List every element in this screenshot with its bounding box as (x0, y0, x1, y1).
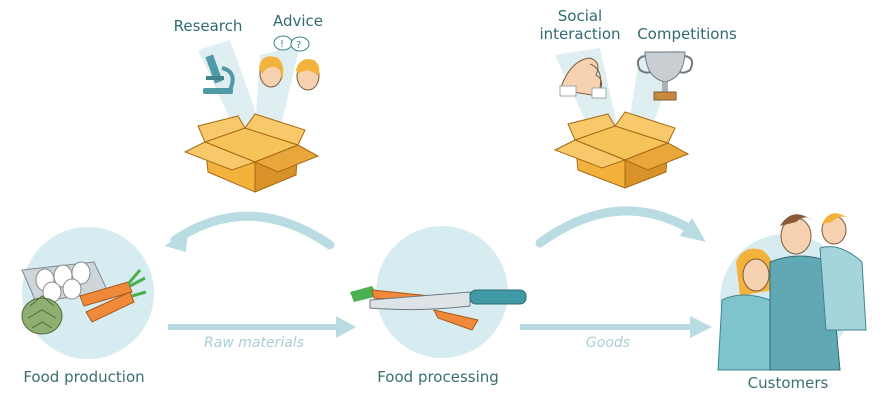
return-arrow-right (535, 206, 700, 248)
open-box-left (183, 113, 320, 193)
microscope-icon (203, 54, 235, 94)
open-box-right (553, 111, 690, 189)
svg-text:!: ! (280, 39, 284, 50)
knife-carrots-icon (350, 286, 527, 331)
goods-arrow (520, 324, 692, 330)
svg-text:?: ? (296, 40, 301, 51)
goods-label: Goods (586, 335, 630, 351)
raw-materials-arrowhead (336, 316, 356, 338)
customers-label: Customers (748, 374, 829, 392)
raw-materials-arrow (168, 324, 338, 330)
social-label-line1: Social (558, 7, 602, 25)
raw-materials-label: Raw materials (204, 335, 304, 351)
social-label-line2: interaction (539, 25, 620, 43)
trophy-icon (636, 51, 694, 101)
goods-arrowhead (690, 316, 712, 338)
food-production-label: Food production (23, 368, 144, 386)
farm-produce-icon (21, 261, 147, 335)
handshake-icon (559, 57, 607, 99)
research-label: Research (174, 17, 243, 35)
advice-label: Advice (273, 12, 323, 30)
engagement-box (553, 48, 694, 189)
return-arrowhead-left (165, 228, 188, 252)
return-arrow-left (170, 211, 335, 250)
return-arrowhead-right (680, 218, 706, 242)
knowledge-box: ! ? (183, 35, 320, 193)
advice-faces-icon: ! ? (259, 35, 320, 91)
family-icon (717, 213, 867, 371)
competitions-label: Competitions (637, 25, 737, 43)
food-processing-label: Food processing (377, 368, 499, 386)
